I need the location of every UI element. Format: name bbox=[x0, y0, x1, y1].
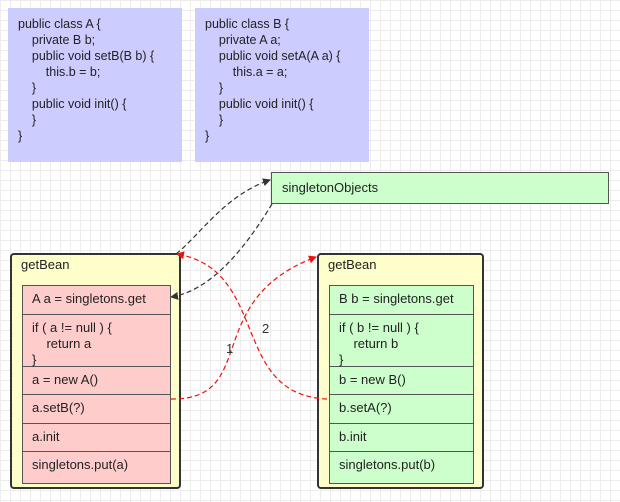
class-b-line: public class B { bbox=[205, 17, 290, 31]
class-a-code-block: public class A { private B b; public voi… bbox=[8, 8, 182, 162]
class-a-line: public class A { bbox=[18, 17, 101, 31]
step-text: if ( b != null ) { bbox=[339, 320, 419, 335]
getbean-b-step-init[interactable]: b.init bbox=[330, 424, 473, 452]
getbean-b-title: getBean bbox=[328, 257, 377, 272]
getbean-a-step-set[interactable]: a.setB(?) bbox=[23, 395, 170, 424]
call-arrow-2 bbox=[176, 251, 328, 400]
step-text: a.init bbox=[32, 429, 60, 444]
getbean-b-steps: B b = singletons.get if ( b != null ) { … bbox=[329, 285, 474, 484]
step-text: A a = singletons.get bbox=[32, 291, 146, 306]
class-b-line: this.a = a; bbox=[205, 65, 288, 79]
class-b-line: } bbox=[205, 81, 224, 95]
getbean-b-step-set[interactable]: b.setA(?) bbox=[330, 395, 473, 424]
class-a-line: } bbox=[18, 81, 37, 95]
class-a-line: public void setB(B b) { bbox=[18, 49, 155, 63]
lookup-arrow-return bbox=[170, 203, 273, 300]
getbean-a-step-create[interactable]: a = new A() bbox=[23, 367, 170, 395]
step-text: singletons.put(a) bbox=[32, 457, 129, 472]
step-text: if ( a != null ) { bbox=[32, 320, 112, 335]
getbean-a-step-check[interactable]: if ( a != null ) { return a } bbox=[23, 315, 170, 367]
class-a-line: private B b; bbox=[18, 33, 96, 47]
getbean-a-steps: A a = singletons.get if ( a != null ) { … bbox=[22, 285, 171, 484]
getbean-b-step-check[interactable]: if ( b != null ) { return b } bbox=[330, 315, 473, 367]
step-text: return a bbox=[32, 336, 92, 351]
arrow-label-1: 1 bbox=[226, 341, 233, 356]
getbean-b-step-create[interactable]: b = new B() bbox=[330, 367, 473, 395]
getbean-b-step-put[interactable]: singletons.put(b) bbox=[330, 452, 473, 483]
class-b-code-block: public class B { private A a; public voi… bbox=[195, 8, 369, 162]
class-a-line: } bbox=[18, 113, 37, 127]
class-a-line: public void init() { bbox=[18, 97, 127, 111]
getbean-a-container[interactable]: getBean A a = singletons.get if ( a != n… bbox=[10, 253, 181, 489]
step-text: b.init bbox=[339, 429, 367, 444]
singleton-objects-box[interactable]: singletonObjects bbox=[271, 172, 609, 204]
class-b-line: } bbox=[205, 113, 224, 127]
step-text: B b = singletons.get bbox=[339, 291, 454, 306]
class-a-line: } bbox=[18, 129, 23, 143]
singleton-objects-label: singletonObjects bbox=[282, 180, 379, 195]
getbean-b-container[interactable]: getBean B b = singletons.get if ( b != n… bbox=[317, 253, 484, 489]
class-b-line: } bbox=[205, 129, 210, 143]
class-b-line: public void setA(A a) { bbox=[205, 49, 341, 63]
step-text: return b bbox=[339, 336, 399, 351]
getbean-a-step-init[interactable]: a.init bbox=[23, 424, 170, 452]
step-text: a = new A() bbox=[32, 372, 99, 387]
step-text: singletons.put(b) bbox=[339, 457, 436, 472]
class-a-line: this.b = b; bbox=[18, 65, 101, 79]
step-text: a.setB(?) bbox=[32, 400, 85, 415]
step-text: b.setA(?) bbox=[339, 400, 392, 415]
arrow-label-2: 2 bbox=[262, 321, 269, 336]
step-text: } bbox=[339, 352, 344, 367]
call-arrow-1 bbox=[170, 255, 317, 400]
class-b-line: public void init() { bbox=[205, 97, 314, 111]
getbean-a-step-put[interactable]: singletons.put(a) bbox=[23, 452, 170, 483]
lookup-arrow-to-singleton bbox=[175, 178, 271, 255]
getbean-b-step-get[interactable]: B b = singletons.get bbox=[330, 286, 473, 315]
class-b-line: private A a; bbox=[205, 33, 281, 47]
getbean-a-step-get[interactable]: A a = singletons.get bbox=[23, 286, 170, 315]
getbean-a-title: getBean bbox=[21, 257, 70, 272]
step-text: } bbox=[32, 352, 37, 367]
step-text: b = new B() bbox=[339, 372, 406, 387]
